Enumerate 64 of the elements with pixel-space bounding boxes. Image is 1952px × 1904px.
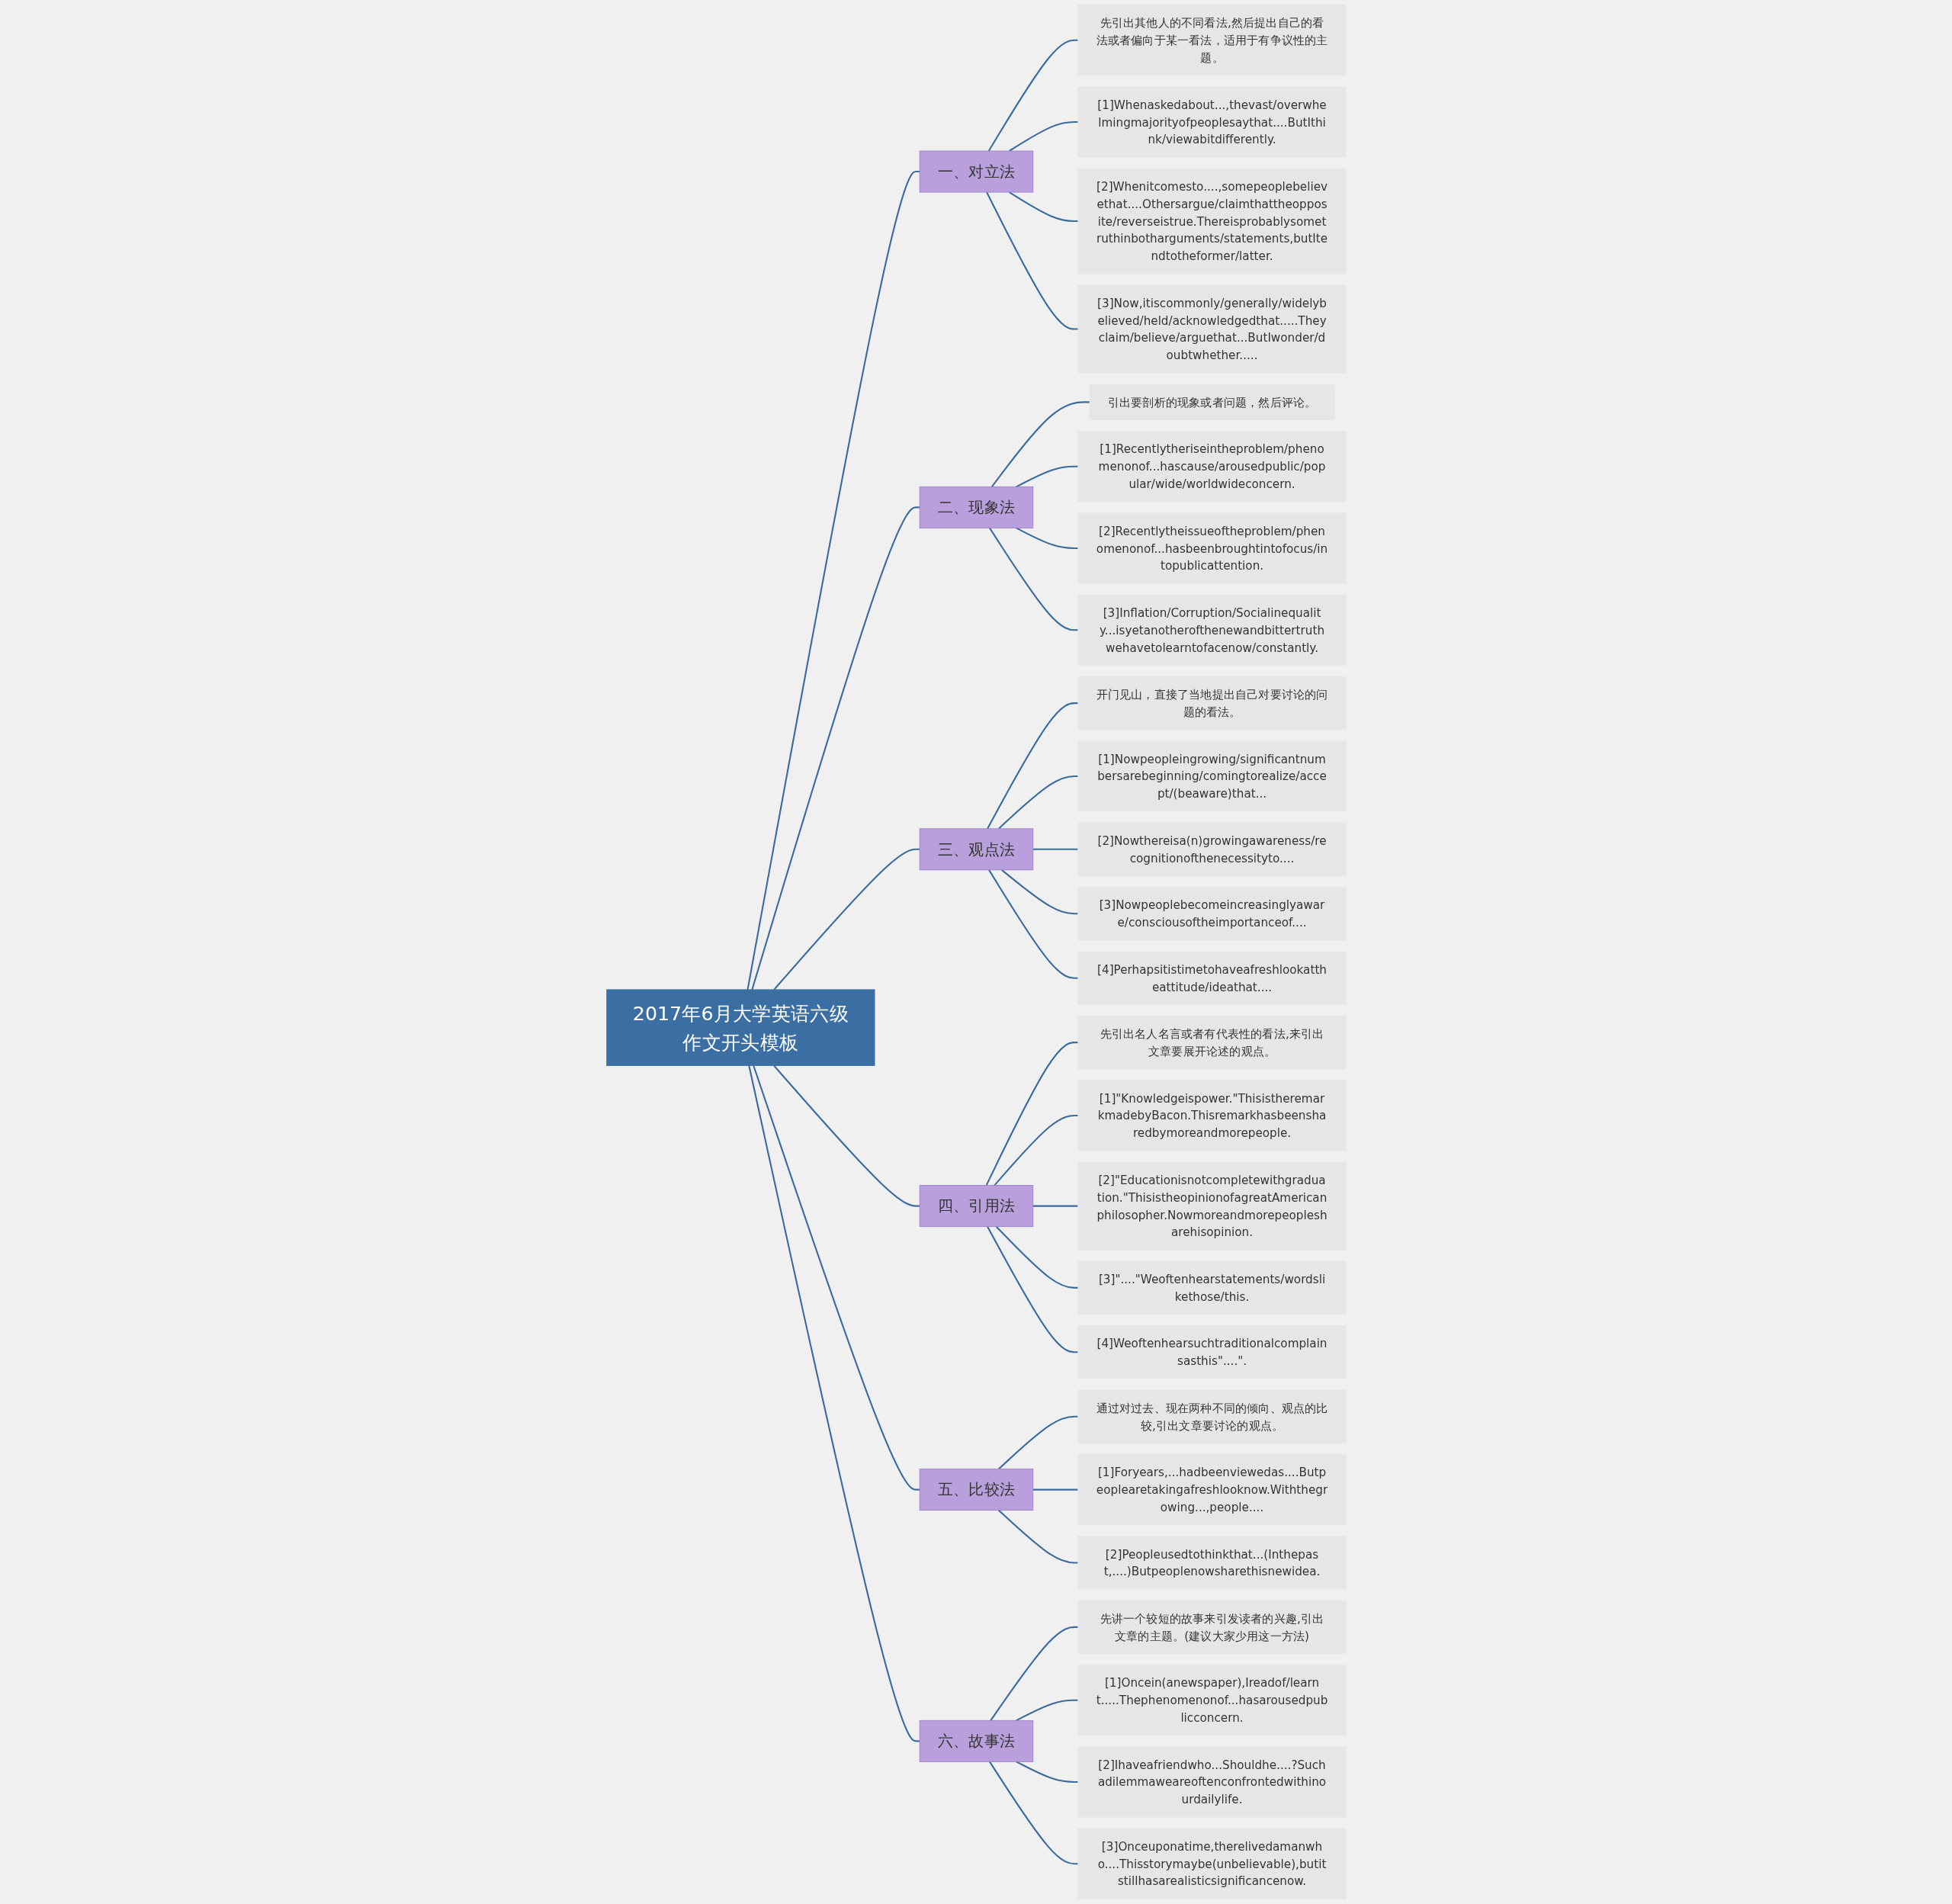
node-box [1077,740,1347,812]
connector [1008,120,1078,152]
node-box [1077,284,1347,374]
connector [1000,869,1078,915]
node-box [919,1469,1033,1511]
node-box [919,1185,1033,1228]
connector [1032,1488,1078,1491]
node-box [919,486,1033,528]
node-box [1077,1536,1347,1590]
connector [993,1114,1078,1186]
node-box [1077,1746,1347,1818]
connector [1015,527,1078,550]
connector [988,1761,1078,1865]
connector [772,1064,920,1207]
connector [985,1042,1078,1186]
node-box [919,828,1033,871]
node-box [1077,168,1347,275]
connector [989,1626,1078,1721]
connector [752,1065,920,1491]
node-box [1077,431,1347,502]
node-box [1077,512,1347,584]
connector [997,1415,1078,1470]
node-box [1077,1389,1347,1443]
connector [1032,848,1078,850]
connector [987,869,1078,979]
node-box [1077,951,1347,1005]
node-box [919,150,1033,193]
connector [1032,1205,1078,1207]
node-box [1077,1080,1347,1151]
node-box [1077,86,1347,158]
node-box [1077,1454,1347,1526]
connector [988,527,1078,631]
node-box [1077,5,1347,76]
node-box [1089,384,1334,420]
node-box [1077,1665,1347,1736]
connector [986,1226,1078,1353]
node-box [1077,1325,1347,1379]
node-box [1077,1260,1347,1315]
node-box [1077,887,1347,941]
connector [1015,1699,1078,1722]
node-box [1077,1600,1347,1654]
node-box [1077,594,1347,666]
node-box [605,989,875,1066]
mind-map-diagram: 2017年6月大学英语六级作文开头模板 一、对立法 先引出其他人的不同看法,然后提出自己的看法或者偏向于某一看法，适用于有争议性的主题。 [1]Whenaskedabout...,thevast/overwhelmingmajorityofpeoplesaythat....ButIthink/viewabitdifferently. [2]Whenitcomesto....,somepeoplebelievethat....Othersargue/claimthattheopposite/reverseistrue.Thereisprobablysometruthinbotharguments/statements,butItendtotheformer/latter. [3]Now,itiscommonly/generally/widelybelieved/held/acknowledgedthat.....Theyclaim/believe/arguethat...ButIwonder/doubtwhether..... 二、现象法 引出要剖析的现象或者问题，然后评论。 [1]Recentlytheriseintheproblem/phenomenonof...hascause/arousedpublic/popular/wide/worldwideconcern. [2]Recentlytheissueoftheproblem/phenomenonof...hasbeenbroughtintofocus/intopublicattention. [3]Inflation/Corruption/Socialinequality...isyetanotherofthenewandbittertruthwehavetolearntofacenow/constantly. 三、观点法 开门见山，直接了当地提出自己对要讨论的问题的看法。 [1]Nowpeopleingrowing/significantnumbersarebeginning/comingtorealize/accept/(beaware)that... [2]Nowthereisa(n)growingawareness/recognitionofthenecessityto.... [3]Nowpeoplebecomeincreasinglyaware/consciousoftheimportanceof.... [4]Perhapsitistimetohaveafreshlookattheattitude/ideathat.... 四、引用法 先引出名人名言或者有代表性的看法,来引出文章要展开论述的观点。 [1]"Knowledgeispower."ThisistheremarkmadebyBacon.Thisremarkhasbeensharedbymoreandmorepeople. [2]"Educationisnotcompletewithgraduation."ThisistheopinionofagreatAmericanphilosopher.Nowmoreandmorepeoplesharehisopinion. [3]"...."Weoftenhearstatements/wordslikethose/this. [4]Weoftenhearsuchtraditionalcomplainsasthis"....". 五、比较法 通过对过去、现在两种不同的倾向、观点的比较,引出文章要讨论的观点。 [1]Foryears,...hadbeenviewedas....Butpeoplearetakingafreshlooknow.Withthegrowing...,people.... [2]Peopleusedtothinkthat...(Inthepast,....)Butpeoplenowsharethisnewidea. 六、故事法 先讲一个较短的故事来引发读者的兴趣,引出文章的主题。(建议大家少用这一方法) [1]Oncein(anewspaper),Ireadof/learnt.....Thephenomenonof...hasarousedpublicconcern. [2]Ihaveafriendwho...Shouldhe....?Suchadilemmaweareoftenconfrontedwithinourdailylife. [3]Onceuponatime,therelivedamanwho....Thisstorymaybe(unbelievable),butitstillhasarealisticsignificancenow. [601,0,1351,1904]
node-box [1077,676,1347,730]
connector [1008,191,1078,223]
connector [985,191,1078,330]
connector [997,1509,1078,1564]
connector [997,775,1078,830]
connector [987,39,1078,152]
node-box [1077,1016,1347,1070]
connector [1015,465,1078,488]
connector [746,171,920,991]
connector [1015,1761,1078,1783]
connector [747,1065,920,1742]
node-box [919,1719,1033,1762]
node-box [1077,1161,1347,1251]
connector [750,506,920,991]
connector [986,702,1078,830]
node-box [1077,822,1347,876]
node-box [1077,1828,1347,1899]
connector [990,401,1090,488]
connector [772,848,920,991]
connector [995,1225,1078,1289]
